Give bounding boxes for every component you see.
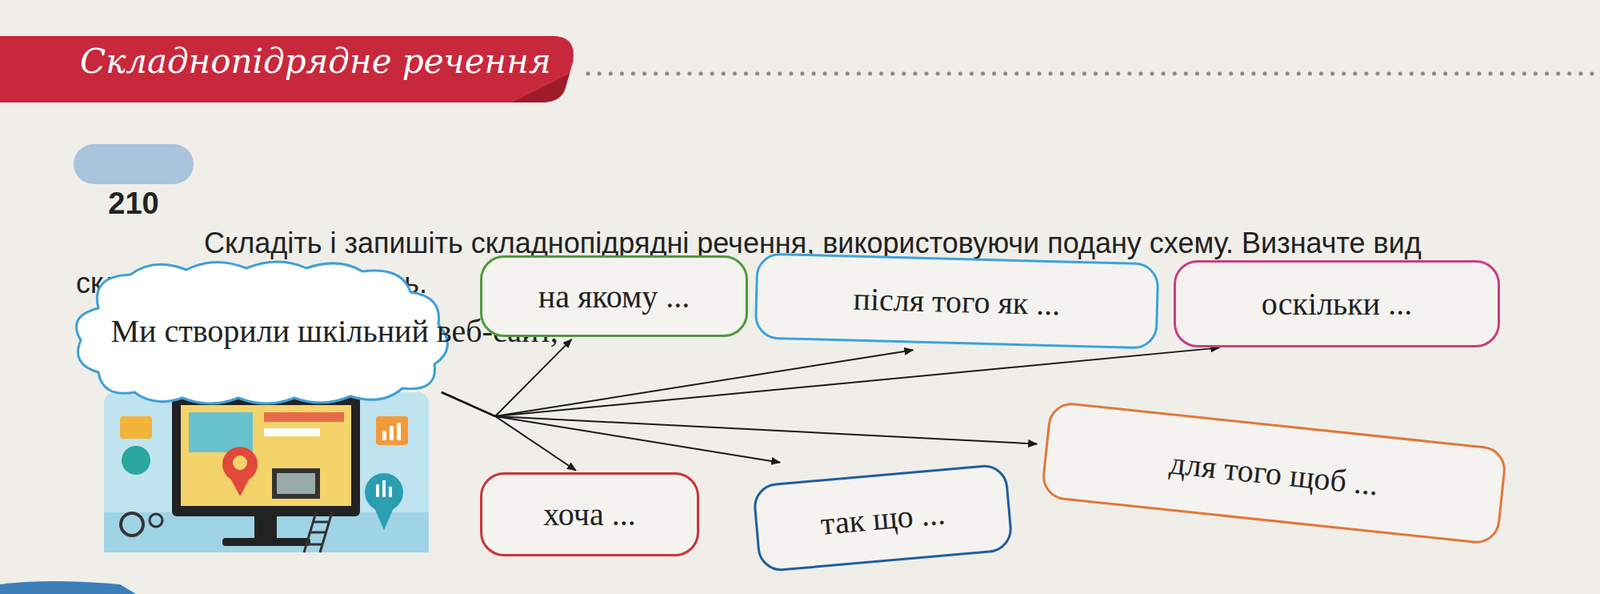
cloud-shape: Ми створили шкільний веб-сайт,	[66, 260, 460, 404]
clause-box: хоча ...	[480, 472, 700, 556]
exercise-number: 210	[73, 183, 194, 224]
conjunction-text: так що ...	[819, 493, 947, 542]
clause-box: після того як ...	[754, 252, 1160, 349]
main-clause-text: Ми створили шкільний веб-сайт,	[111, 312, 416, 352]
arrow-connector	[441, 392, 780, 463]
clause-box: на якому ...	[480, 255, 748, 337]
arrow-connector	[441, 392, 576, 471]
arrow-connector	[441, 339, 572, 416]
clause-box: для того щоб ...	[1040, 400, 1508, 545]
clause-box: оскільки ...	[1173, 260, 1500, 348]
clause-box: так що ...	[752, 462, 1014, 572]
conjunction-text: хоча ...	[543, 495, 636, 533]
conjunction-text: для того щоб ...	[1168, 443, 1381, 503]
conjunction-text: оскільки ...	[1261, 284, 1412, 323]
section-title: Складнопідрядне речення	[80, 41, 1600, 81]
conjunction-text: після того як ...	[852, 279, 1061, 323]
arrow-connector	[441, 392, 1037, 444]
conjunction-text: на якому ...	[538, 277, 691, 316]
